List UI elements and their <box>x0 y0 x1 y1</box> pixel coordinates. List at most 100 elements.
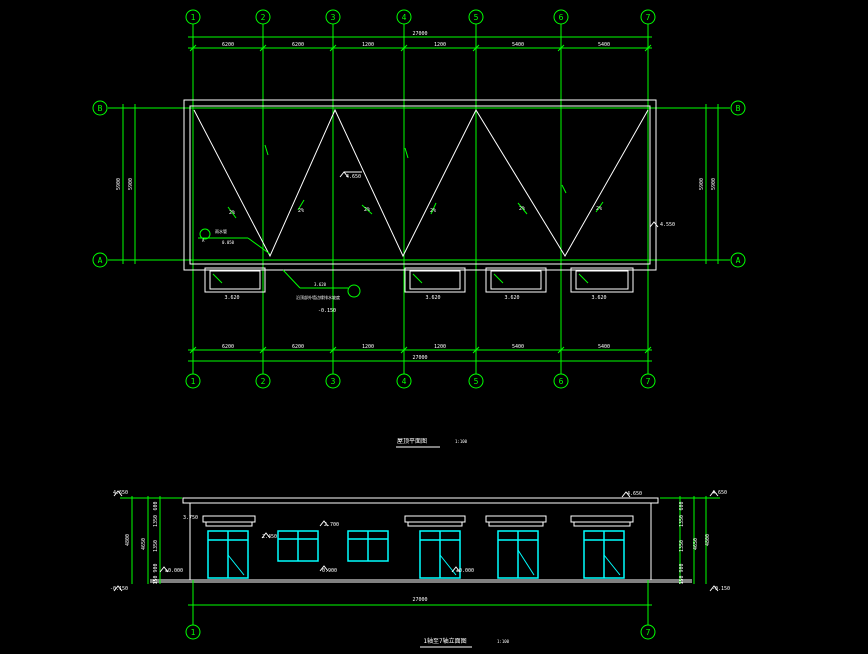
drain-label: 雨水管 <box>215 228 227 234</box>
axis-label-top-1: 1 <box>191 13 196 22</box>
plan-dims-top: 27000 6200 6200 1200 1200 5400 5400 <box>222 31 610 48</box>
slope-arrows <box>227 144 604 219</box>
canopy-elev-2: 3.620 <box>425 295 440 301</box>
axis-label-bottom-6: 6 <box>559 377 564 386</box>
slope-label-4: 2% <box>430 208 436 214</box>
axis-bubbles-bottom <box>185 373 656 389</box>
plan-bay-top-3: 1200 <box>362 42 374 48</box>
axis-label-a-left: A <box>98 256 103 265</box>
plan-bay-top-4: 1200 <box>434 42 446 48</box>
axis-label-bottom-1: 1 <box>191 377 196 386</box>
slope-label-1: 2% <box>229 210 235 216</box>
elev-floor-left: ±0.000 <box>165 568 183 574</box>
elevation-hoods <box>202 515 634 527</box>
elev-overall: 27000 <box>412 597 427 603</box>
elev-ground-right: -0.150 <box>712 586 730 592</box>
plan-bay-top-5: 5400 <box>512 42 524 48</box>
elev-top-right: 4.650 <box>712 490 727 496</box>
plan-dims-side: 5900 5900 5900 5900 <box>116 178 717 190</box>
axis-label-bottom-7: 7 <box>646 377 651 386</box>
left-sub-total: 4650 <box>141 538 147 550</box>
right-dim-5: 150 <box>679 575 685 584</box>
elevation-scale: 1:100 <box>497 639 510 644</box>
plan-depth-right-inner: 5900 <box>699 178 705 190</box>
plan-bay-bottom-5: 5400 <box>512 344 524 350</box>
axis-label-b-left: B <box>98 104 103 113</box>
bottom-note: 沿顶部外墙边缘排水坡度 <box>296 294 340 300</box>
plan-bay-bottom-2: 6200 <box>292 344 304 350</box>
axis-labels-bottom: 1 2 3 4 5 6 7 <box>191 377 651 386</box>
elev-axis-left: 1 <box>191 628 196 637</box>
entry-canopies <box>204 267 634 293</box>
elev-parapet-right: 4.650 <box>627 491 642 497</box>
slope-labels: 2% 2% 2% 2% 2% 2% <box>229 206 602 216</box>
elevation-level-texts: 4.650 4.650 4.650 3.750 2.700 2.450 ±0.0… <box>110 490 730 592</box>
axis-bubbles-top <box>185 9 656 25</box>
canopy-elev-4: 3.620 <box>591 295 606 301</box>
elev-ground-left: -0.150 <box>110 586 128 592</box>
plan-bay-top-1: 6200 <box>222 42 234 48</box>
plan-bay-bottom-1: 6200 <box>222 344 234 350</box>
right-dim-3: 1350 <box>679 540 685 552</box>
left-dim-3: 1350 <box>153 540 159 552</box>
elev-axis-right: 7 <box>646 628 651 637</box>
right-dim-2: 1350 <box>679 515 685 527</box>
axis-label-top-5: 5 <box>474 13 479 22</box>
left-dim-1: 600 <box>153 501 159 510</box>
axis-label-a-right: A <box>736 256 741 265</box>
right-dim-1: 600 <box>679 501 685 510</box>
drain-note: 0.050 <box>222 240 235 245</box>
slope-label-5: 2% <box>519 206 525 212</box>
plan-depth-left-outer: 5900 <box>116 178 122 190</box>
slope-label-3: 2% <box>364 207 370 213</box>
canopy-slopes <box>212 273 589 284</box>
roof-elevation-label: 4.650 <box>346 174 361 180</box>
right-total: 4800 <box>705 534 711 546</box>
axis-label-bottom-3: 3 <box>331 377 336 386</box>
plan-grid-lines <box>108 24 730 374</box>
elevation-left-dims: 600 1350 1350 900 150 4650 4800 <box>125 501 159 584</box>
canopy-elev-1: 3.620 <box>224 295 239 301</box>
ground-elevation: -0.150 <box>318 308 336 314</box>
axis-label-b-right: B <box>736 104 741 113</box>
elev-sill-top: 2.700 <box>324 522 339 528</box>
plan-bay-bottom-3: 1200 <box>362 344 374 350</box>
axis-label-bottom-5: 5 <box>474 377 479 386</box>
bottom-leader <box>282 269 361 298</box>
elev-bubble-right <box>640 624 656 640</box>
right-sub-total: 4650 <box>693 538 699 550</box>
canopy-elev-3: 3.620 <box>504 295 519 301</box>
elevation-title: 1轴至7轴立面图 <box>423 637 466 645</box>
roof-elev-mark <box>339 171 659 228</box>
axis-label-bottom-2: 2 <box>261 377 266 386</box>
plan-bay-bottom-6: 5400 <box>598 344 610 350</box>
drain-tag: A <box>202 238 205 243</box>
axis-label-top-2: 2 <box>261 13 266 22</box>
axis-label-top-3: 3 <box>331 13 336 22</box>
plan-overall-top: 27000 <box>412 31 427 37</box>
leader-note: 3.620 <box>314 282 327 287</box>
axis-labels-side: B A B A <box>98 104 741 265</box>
elevation-walls <box>150 497 692 581</box>
elevation-side-dims <box>120 496 720 584</box>
drain-callout <box>198 228 271 255</box>
elev-top-left: 4.650 <box>113 490 128 496</box>
elev-win-sill: 0.900 <box>322 568 337 574</box>
elevation-windows <box>277 530 389 562</box>
elev-head: 2.450 <box>262 534 277 540</box>
elev-left-mid: 3.750 <box>183 515 198 521</box>
slope-label-6: 2% <box>596 206 602 212</box>
axis-label-top-6: 6 <box>559 13 564 22</box>
left-dim-2: 1350 <box>153 515 159 527</box>
axis-labels-top: 1 2 3 4 5 6 7 <box>191 13 651 22</box>
plan-dims-bottom: 6200 6200 1200 1200 5400 5400 27000 <box>222 344 610 361</box>
left-dim-5: 150 <box>153 575 159 584</box>
elevation-axes <box>188 580 652 625</box>
roof-outline <box>183 99 657 271</box>
left-dim-4: 900 <box>153 563 159 572</box>
plan-dimension-ticks <box>189 44 652 354</box>
plan-bay-bottom-4: 1200 <box>434 344 446 350</box>
roof-elevation-right: 4.550 <box>660 222 675 228</box>
plan-overall-bottom: 27000 <box>412 355 427 361</box>
